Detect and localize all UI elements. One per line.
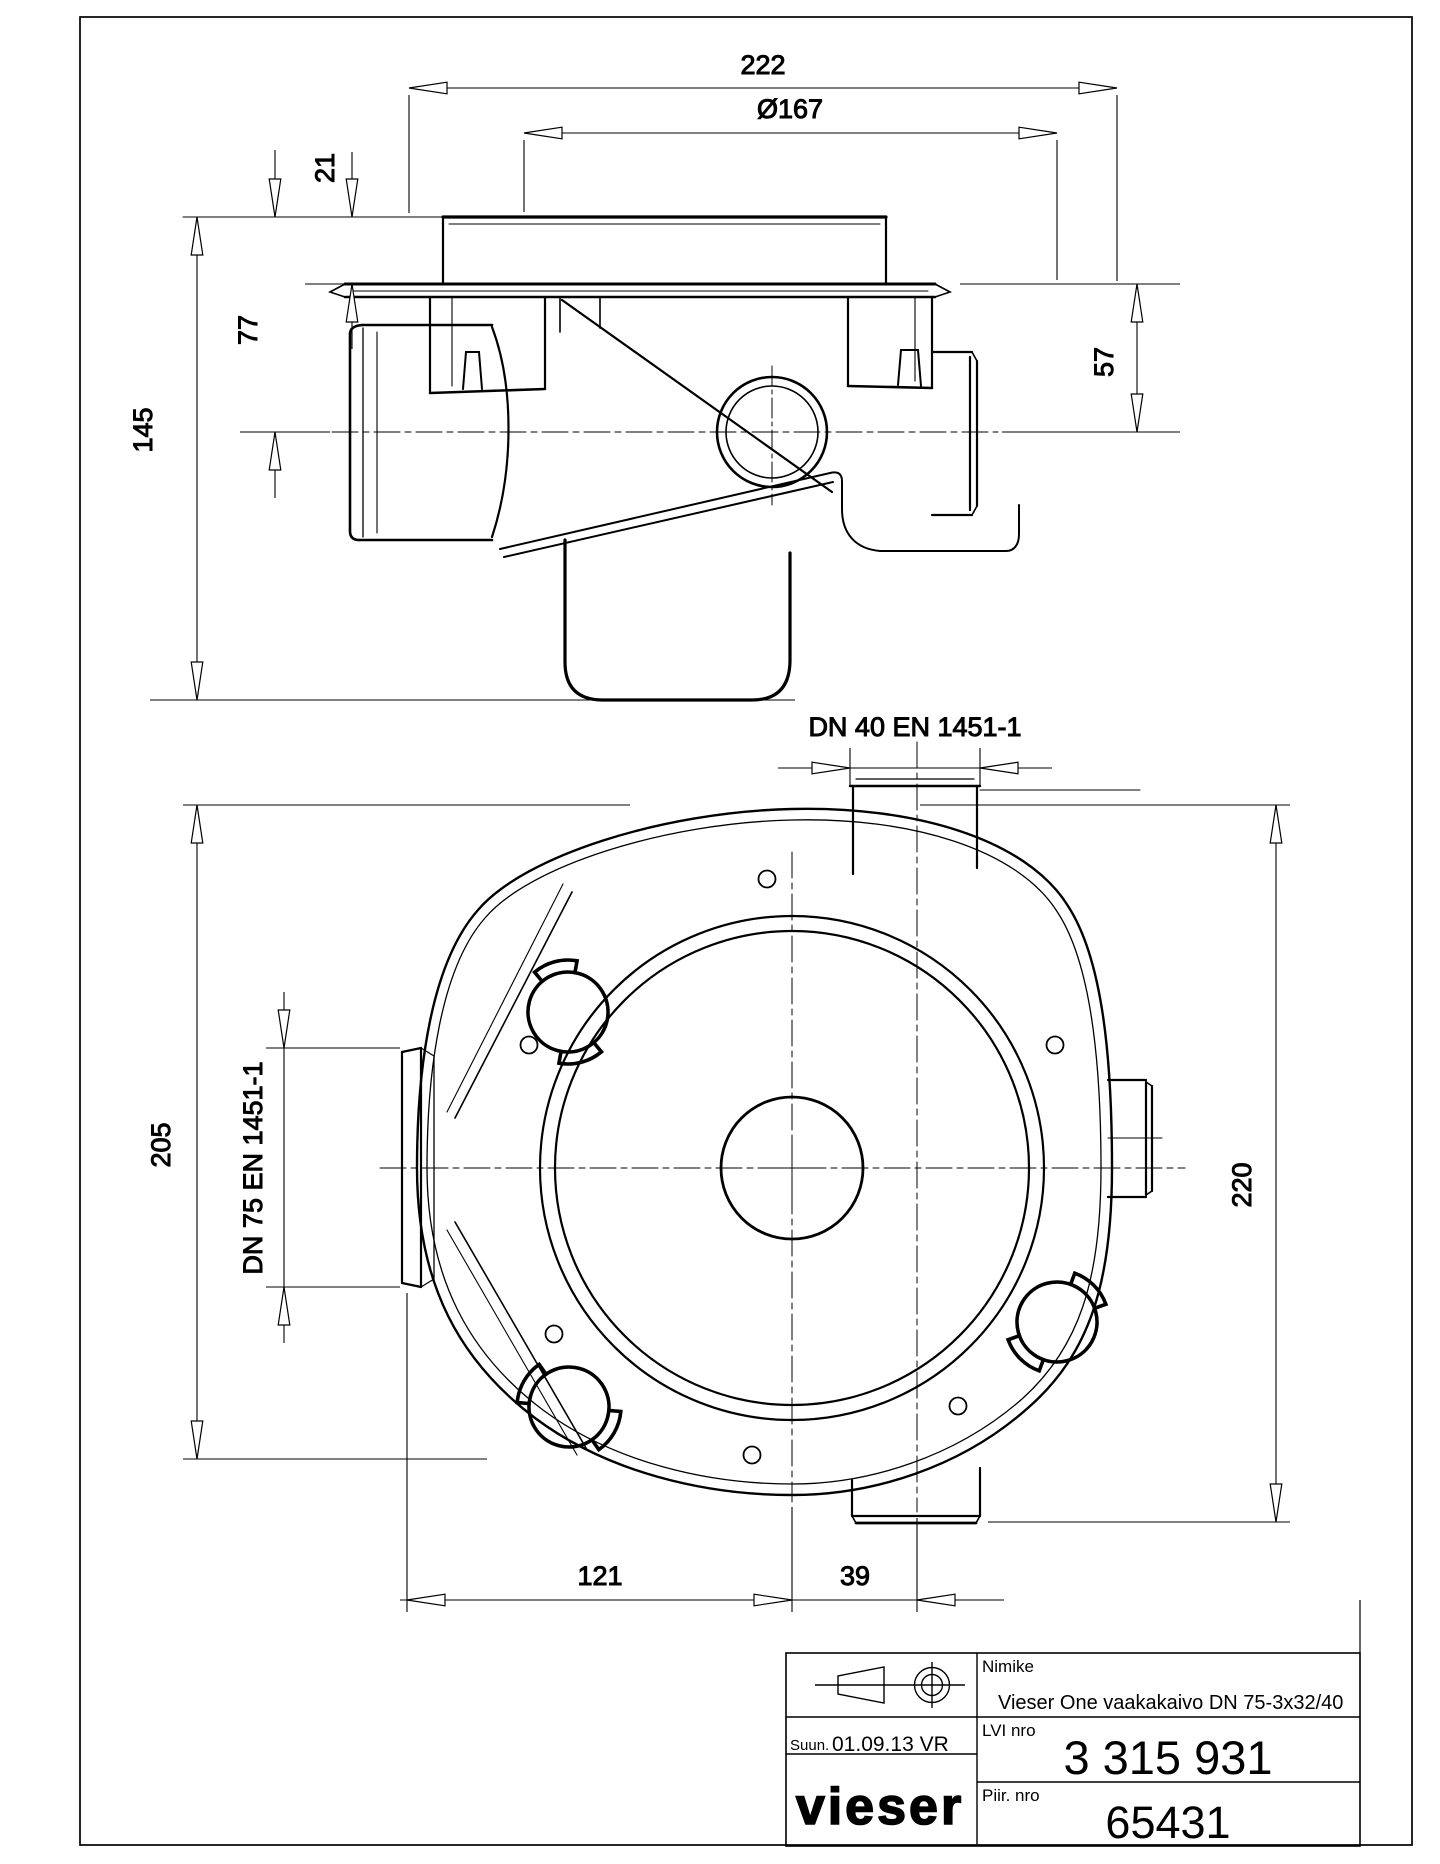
nimike-label: Nimike [982, 1657, 1034, 1676]
dimension-21: 21 [305, 152, 359, 349]
dim-label-cap-height: 21 [310, 153, 340, 183]
dim-label-dn40: DN 40 EN 1451-1 [808, 712, 1021, 742]
dim-label-dn40-offset: 39 [840, 1561, 870, 1591]
dim-label-pipe-depth: 77 [233, 315, 263, 345]
side-view-dimensions: 222 Ø167 21 77 145 [128, 50, 1180, 701]
piir-number: 65431 [1105, 1797, 1230, 1848]
dim-label-dn75: DN 75 EN 1451-1 [238, 1061, 268, 1274]
dim-label-body-span: 220 [1227, 1162, 1257, 1207]
dimension-57: 57 [960, 283, 1180, 433]
projection-symbol-icon [815, 1662, 965, 1708]
dimension-145: 145 [128, 216, 795, 701]
dimension-dn75: DN 75 EN 1451-1 [238, 992, 400, 1343]
dim-label-outlet-depth: 57 [1089, 347, 1119, 377]
dimension-cap-diameter: Ø167 [523, 94, 1058, 280]
dimension-dn40: DN 40 EN 1451-1 [778, 712, 1052, 786]
side-view [182, 215, 1020, 702]
lvi-number: 3 315 931 [1063, 1731, 1272, 1784]
dim-label-total-depth: 145 [128, 407, 158, 452]
dim-label-left-offset: 121 [577, 1561, 622, 1591]
dim-label-body-height: 205 [146, 1122, 176, 1167]
title-block: Nimike Vieser One vaakakaivo DN 75-3x32/… [785, 1600, 1361, 1848]
dim-label-cap-dia: Ø167 [757, 94, 823, 124]
dim-label-width-top: 222 [740, 50, 785, 80]
dimension-220: 220 [920, 804, 1290, 1523]
dn40-top-stub [848, 778, 1141, 876]
plan-view-dimensions: DN 40 EN 1451-1 205 DN 75 EN 1451-1 [146, 712, 1290, 1612]
lvi-label: LVI nro [982, 1721, 1036, 1740]
right-outlet-stub [1106, 1078, 1163, 1199]
screw-holes [519, 869, 1065, 1465]
dimension-77: 77 [233, 150, 330, 498]
vieser-logo: vieser [796, 1778, 964, 1836]
dn40-bottom-stub [850, 1466, 982, 1525]
dimension-205: 205 [146, 804, 630, 1460]
suun-value: 01.09.13 VR [832, 1733, 949, 1756]
product-name: Vieser One vaakakaivo DN 75-3x32/40 [998, 1692, 1343, 1714]
plan-view [379, 741, 1186, 1525]
dimension-222: 222 [408, 50, 1118, 281]
suun-label: Suun. [790, 1737, 829, 1754]
piir-label: Piir. nro [982, 1786, 1040, 1805]
dimension-121-39: 121 39 [400, 1293, 1004, 1612]
page-border [79, 16, 1413, 1846]
